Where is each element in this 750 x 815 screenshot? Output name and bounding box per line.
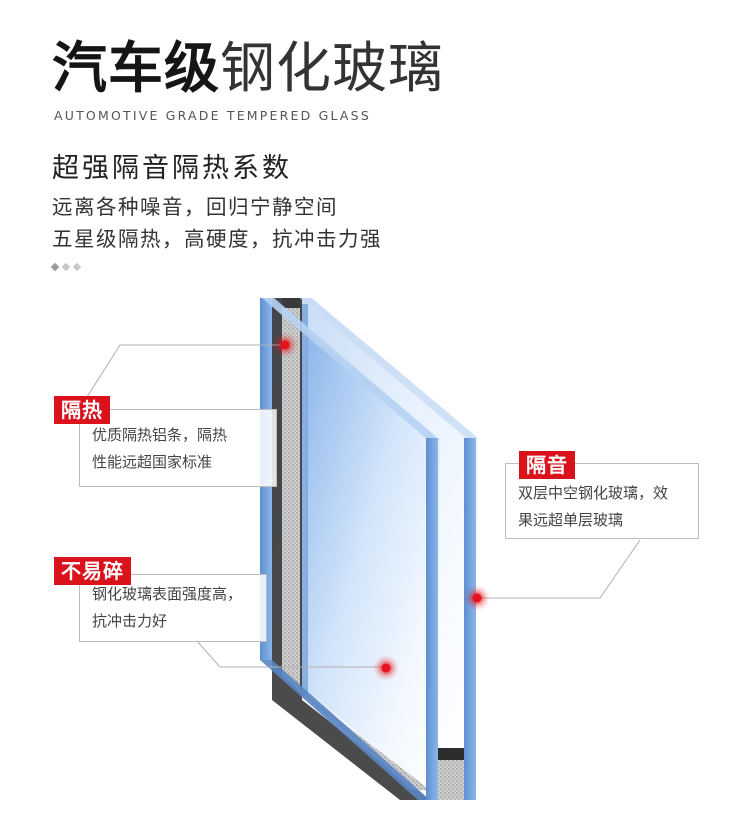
shatter-callout: 钢化玻璃表面强度高， 抗冲击力好	[79, 574, 267, 642]
intro-line-1: 远离各种噪音，回归宁静空间	[52, 195, 338, 219]
title-bold: 汽车级	[52, 36, 221, 100]
shatter-hotspot-icon	[373, 655, 399, 681]
shatter-leader-line	[195, 639, 385, 668]
front-glass-edge	[426, 438, 438, 800]
title-light: 钢化玻璃	[220, 36, 445, 100]
heat-leader-line	[79, 344, 285, 409]
heat-tag: 隔热	[54, 396, 110, 424]
heat-callout-line-2: 性能远超国家标准	[92, 453, 213, 471]
shatter-callout-line-1: 钢化玻璃表面强度高，	[92, 585, 243, 603]
english-subtitle: AUTOMOTIVE GRADE TEMPERED GLASS	[54, 108, 371, 123]
sound-callout: 双层中空钢化玻璃，效 果远超单层玻璃	[505, 463, 699, 539]
shatter-callout-line-2: 抗冲击力好	[92, 612, 168, 630]
sound-callout-line-1: 双层中空钢化玻璃，效	[518, 484, 669, 502]
sound-tag: 隔音	[519, 451, 575, 479]
aluminum-spacer-bar	[282, 300, 300, 690]
section-heading: 超强隔音隔热系数	[52, 153, 292, 184]
intro-line-2: 五星级隔热，高硬度，抗冲击力强	[52, 227, 382, 251]
glass-pane-front	[306, 330, 440, 800]
page-title: 汽车级钢化玻璃	[52, 28, 444, 108]
heat-callout: 优质隔热铝条，隔热 性能远超国家标准	[79, 409, 277, 487]
shatter-tag: 不易碎	[54, 557, 131, 585]
sound-hotspot-icon	[464, 585, 490, 611]
heat-callout-line-1: 优质隔热铝条，隔热	[92, 426, 228, 444]
sound-callout-line-2: 果远超单层玻璃	[518, 511, 624, 529]
heat-hotspot-icon	[272, 332, 298, 358]
sound-leader-line	[476, 539, 641, 599]
